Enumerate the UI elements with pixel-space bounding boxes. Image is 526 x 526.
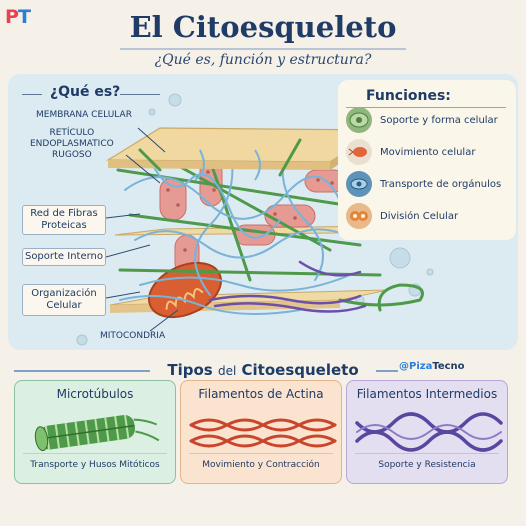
- card-intermedios: Filamentos Intermedios Soporte y Resiste…: [346, 380, 508, 484]
- types-heading-main: Citoesqueleto: [241, 361, 359, 379]
- label-membrana-celular: MEMBRANA CELULAR: [36, 110, 132, 120]
- label-reticulo-endoplasmatico: RETÍCULO ENDOPLASMATICO RUGOSO: [30, 128, 114, 160]
- functions-divider: [346, 107, 506, 108]
- actin-fibers: [208, 260, 367, 313]
- top-blue-fibers: [194, 149, 261, 181]
- function-item: División Celular: [346, 202, 511, 230]
- logo-letter-t: T: [17, 6, 31, 28]
- pt-logo: PT: [5, 6, 31, 28]
- box-organizacion-celular: Organización Celular: [22, 284, 106, 316]
- function-item: Movimiento celular: [346, 138, 511, 166]
- types-line-left: [14, 370, 164, 372]
- box-red-de-fibras: Red de Fibras Proteicas: [22, 205, 106, 235]
- function-label: Transporte de orgánulos: [380, 178, 502, 190]
- card-caption: Movimiento y Contracción: [189, 453, 333, 475]
- leader-lines: [105, 127, 179, 332]
- function-label: Soporte y forma celular: [380, 114, 498, 126]
- card-actina: Filamentos de Actina Movimiento y Contra…: [180, 380, 342, 484]
- heading-line-right: [120, 94, 160, 95]
- actin-illustration: [189, 418, 337, 448]
- title-divider: [120, 48, 406, 50]
- heading-line-left: [22, 94, 42, 95]
- types-heading-word: Tipos: [167, 361, 213, 379]
- membrane-layer-top-edge: [108, 160, 330, 170]
- intermediate-filament-illustration: [355, 412, 503, 452]
- top-fibers: [138, 138, 302, 177]
- moving-cell-icon: [346, 139, 372, 165]
- card-title: Filamentos Intermedios: [356, 387, 498, 401]
- page-subtitle: ¿Qué es, función y estructura?: [154, 52, 372, 68]
- cell-shape-icon: [346, 107, 372, 133]
- card-caption: Transporte y Husos Mitóticos: [23, 453, 167, 475]
- brand-name-a: Piza: [409, 361, 433, 372]
- card-microtubulos: Microtúbulos Transporte y Husos Mitótico…: [14, 380, 176, 484]
- microtubule-illustration: [34, 414, 160, 452]
- cell-division-icon: [346, 203, 372, 229]
- transport-icon: [346, 171, 372, 197]
- function-label: Movimiento celular: [380, 146, 476, 158]
- intermediate-fibers: [119, 144, 351, 315]
- brand-handle: @PizaTecno: [399, 361, 465, 372]
- function-item: Soporte y forma celular: [346, 106, 511, 134]
- ribosomes: [166, 170, 334, 252]
- mitochondrion: [148, 261, 222, 319]
- brand-at: @: [399, 361, 409, 372]
- types-line-right: [362, 370, 398, 372]
- card-title: Filamentos de Actina: [198, 387, 324, 401]
- card-caption: Soporte y Resistencia: [355, 453, 499, 475]
- page-title: El Citoesqueleto: [129, 10, 397, 44]
- brand-name-b: Tecno: [432, 361, 465, 372]
- function-item: Transporte de orgánulos: [346, 170, 511, 198]
- function-label: División Celular: [380, 210, 459, 222]
- bubbles: [76, 93, 434, 346]
- box-soporte-interno: Soporte Interno: [22, 248, 106, 266]
- functions-heading: Funciones:: [366, 88, 451, 104]
- functions-panel: Funciones: Soporte y forma celular Movim…: [338, 80, 516, 240]
- types-heading-del: del: [217, 364, 237, 378]
- logo-letter-p: P: [5, 6, 19, 28]
- label-mitocondria: MITOCONDRIA: [100, 331, 166, 341]
- what-is-heading: ¿Qué es?: [50, 84, 121, 100]
- card-title: Microtúbulos: [56, 387, 134, 401]
